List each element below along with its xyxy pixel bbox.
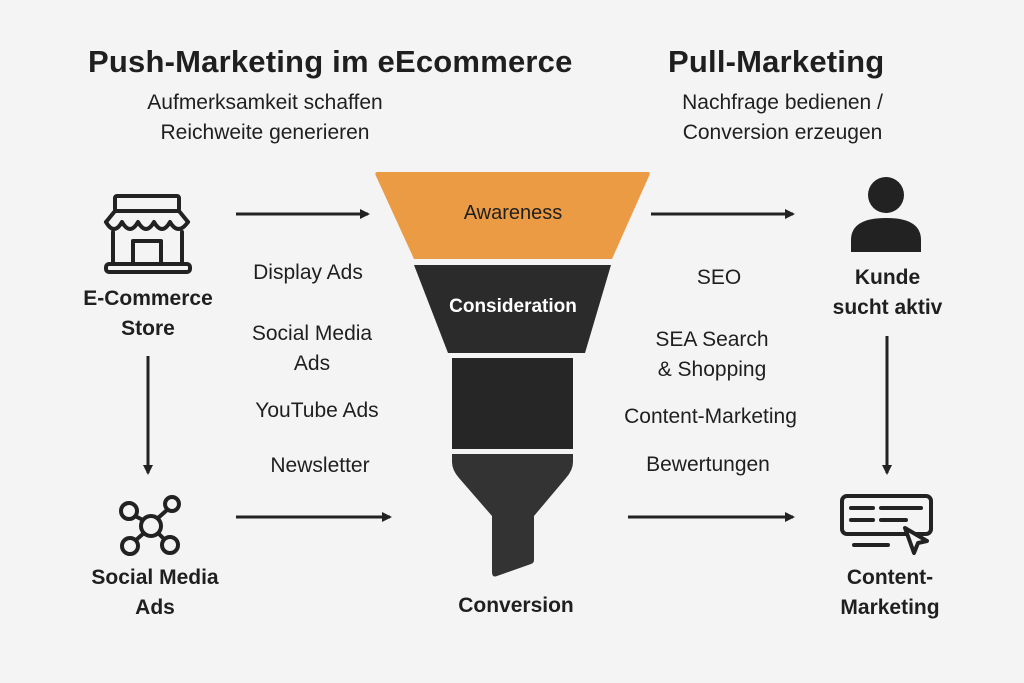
pull-channel-seo: SEO (696, 266, 742, 289)
pull-subtitle-line1: Nachfrage bedienen / (682, 91, 883, 114)
pull-channel-bewertungen: Bewertungen (646, 453, 770, 476)
funnel-label-awareness: Awareness (463, 202, 563, 224)
network-icon (119, 495, 181, 556)
store-label-line1: E-Commerce (83, 287, 213, 310)
pull-subtitle-line2: Conversion erzeugen (682, 121, 883, 144)
push-channel-social-media-line1: Social Media (251, 322, 373, 345)
content-click-icon (840, 494, 933, 555)
funnel-label-conversion: Conversion (458, 594, 574, 617)
content-label-line2: Marketing (840, 596, 940, 619)
pull-channel-sea-line1: SEA Search (655, 328, 769, 351)
push-channel-youtube-ads: YouTube Ads (255, 399, 379, 422)
push-subtitle-line2: Reichweite generieren (160, 121, 370, 144)
store-label-line2: Store (121, 317, 175, 340)
storefront-icon (104, 194, 192, 274)
customer-label-line2: sucht aktiv (832, 296, 943, 319)
funnel-stage-spout (452, 454, 573, 577)
funnel-stage-middle (452, 358, 573, 449)
push-channel-social-media-line2: Ads (293, 352, 331, 375)
social-label-line2: Ads (135, 596, 175, 619)
pull-channel-content-marketing: Content-Marketing (624, 405, 797, 428)
push-subtitle-line1: Aufmerksamkeit schaffen (147, 91, 383, 114)
push-channel-newsletter: Newsletter (270, 454, 370, 477)
funnel-stage-consideration (414, 265, 611, 353)
push-channel-display-ads: Display Ads (253, 261, 363, 284)
pull-channel-sea-line2: & Shopping (657, 358, 767, 381)
pull-marketing-title: Pull-Marketing (668, 44, 885, 79)
push-marketing-title: Push-Marketing im eEcommerce (88, 44, 573, 79)
funnel (375, 172, 650, 577)
person-icon (851, 177, 921, 252)
customer-label-line1: Kunde (854, 266, 921, 289)
content-label-line1: Content- (846, 566, 934, 589)
social-label-line1: Social Media (91, 566, 219, 589)
funnel-label-consideration: Consideration (449, 296, 577, 317)
funnel-stage-awareness (375, 172, 650, 259)
